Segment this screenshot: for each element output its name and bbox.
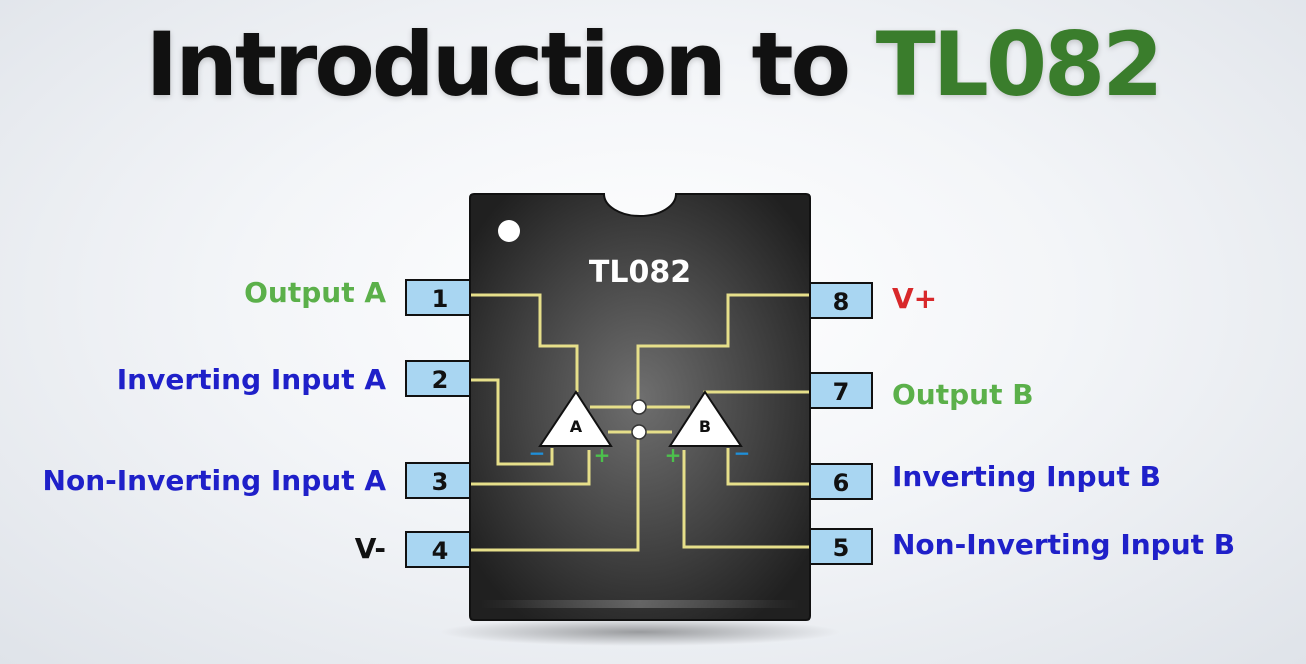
opamp-b-triangle <box>668 390 743 447</box>
trace-output-a <box>470 293 579 392</box>
title-prefix: Introduction to <box>145 13 876 116</box>
chip-shadow <box>440 618 840 646</box>
pin-2-number: 2 <box>432 366 449 394</box>
opamp-a-plus: + <box>594 443 611 467</box>
chip-gloss <box>480 600 800 608</box>
pin-3-number: 3 <box>432 468 449 496</box>
opamp-b-minus: − <box>734 441 751 465</box>
pin-5: 5 <box>809 528 873 565</box>
opamp-a-minus: − <box>529 441 546 465</box>
opamp-a-triangle <box>538 390 613 447</box>
pin-2-label: Inverting Input A <box>116 363 386 396</box>
pin-6-number: 6 <box>833 469 850 497</box>
pin-8-number: 8 <box>833 288 850 316</box>
opamp-b-label: B <box>699 417 711 436</box>
trace-noninverting-b <box>682 450 810 549</box>
trace-v-plus <box>636 293 810 407</box>
pin-3: 3 <box>405 462 471 499</box>
pin-5-label: Non-Inverting Input B <box>892 528 1236 561</box>
pin-5-number: 5 <box>833 534 850 562</box>
trace-v-minus <box>470 432 640 552</box>
opamp-b-plus: + <box>665 443 682 467</box>
pin-3-label: Non-Inverting Input A <box>42 464 386 497</box>
pin-7-label: Output B <box>892 378 1034 411</box>
pin-4: 4 <box>405 531 471 568</box>
trace-inverting-a <box>470 378 554 466</box>
pin-1: 1 <box>405 279 471 316</box>
pin-1-number: 1 <box>432 285 449 313</box>
pin-6-label: Inverting Input B <box>892 460 1161 493</box>
pin-6: 6 <box>809 463 873 500</box>
trace-noninverting-a <box>470 450 591 486</box>
pin-8-label: V+ <box>892 282 938 315</box>
pin-8: 8 <box>809 282 873 319</box>
trace-inverting-b <box>726 448 810 486</box>
pin-4-number: 4 <box>432 537 449 565</box>
pin-2: 2 <box>405 360 471 397</box>
page-title: Introduction to TL082 <box>0 10 1306 120</box>
title-highlight: TL082 <box>875 13 1164 116</box>
junction-bottom <box>631 424 647 440</box>
pin-4-label: V- <box>354 532 386 565</box>
pin-1-label: Output A <box>244 276 386 309</box>
pin1-dot-marker <box>498 220 520 242</box>
opamp-a-label: A <box>570 417 583 436</box>
chip-name: TL082 <box>589 255 691 290</box>
pin-7-number: 7 <box>833 378 850 406</box>
junction-top <box>631 399 647 415</box>
pin-7: 7 <box>809 372 873 409</box>
